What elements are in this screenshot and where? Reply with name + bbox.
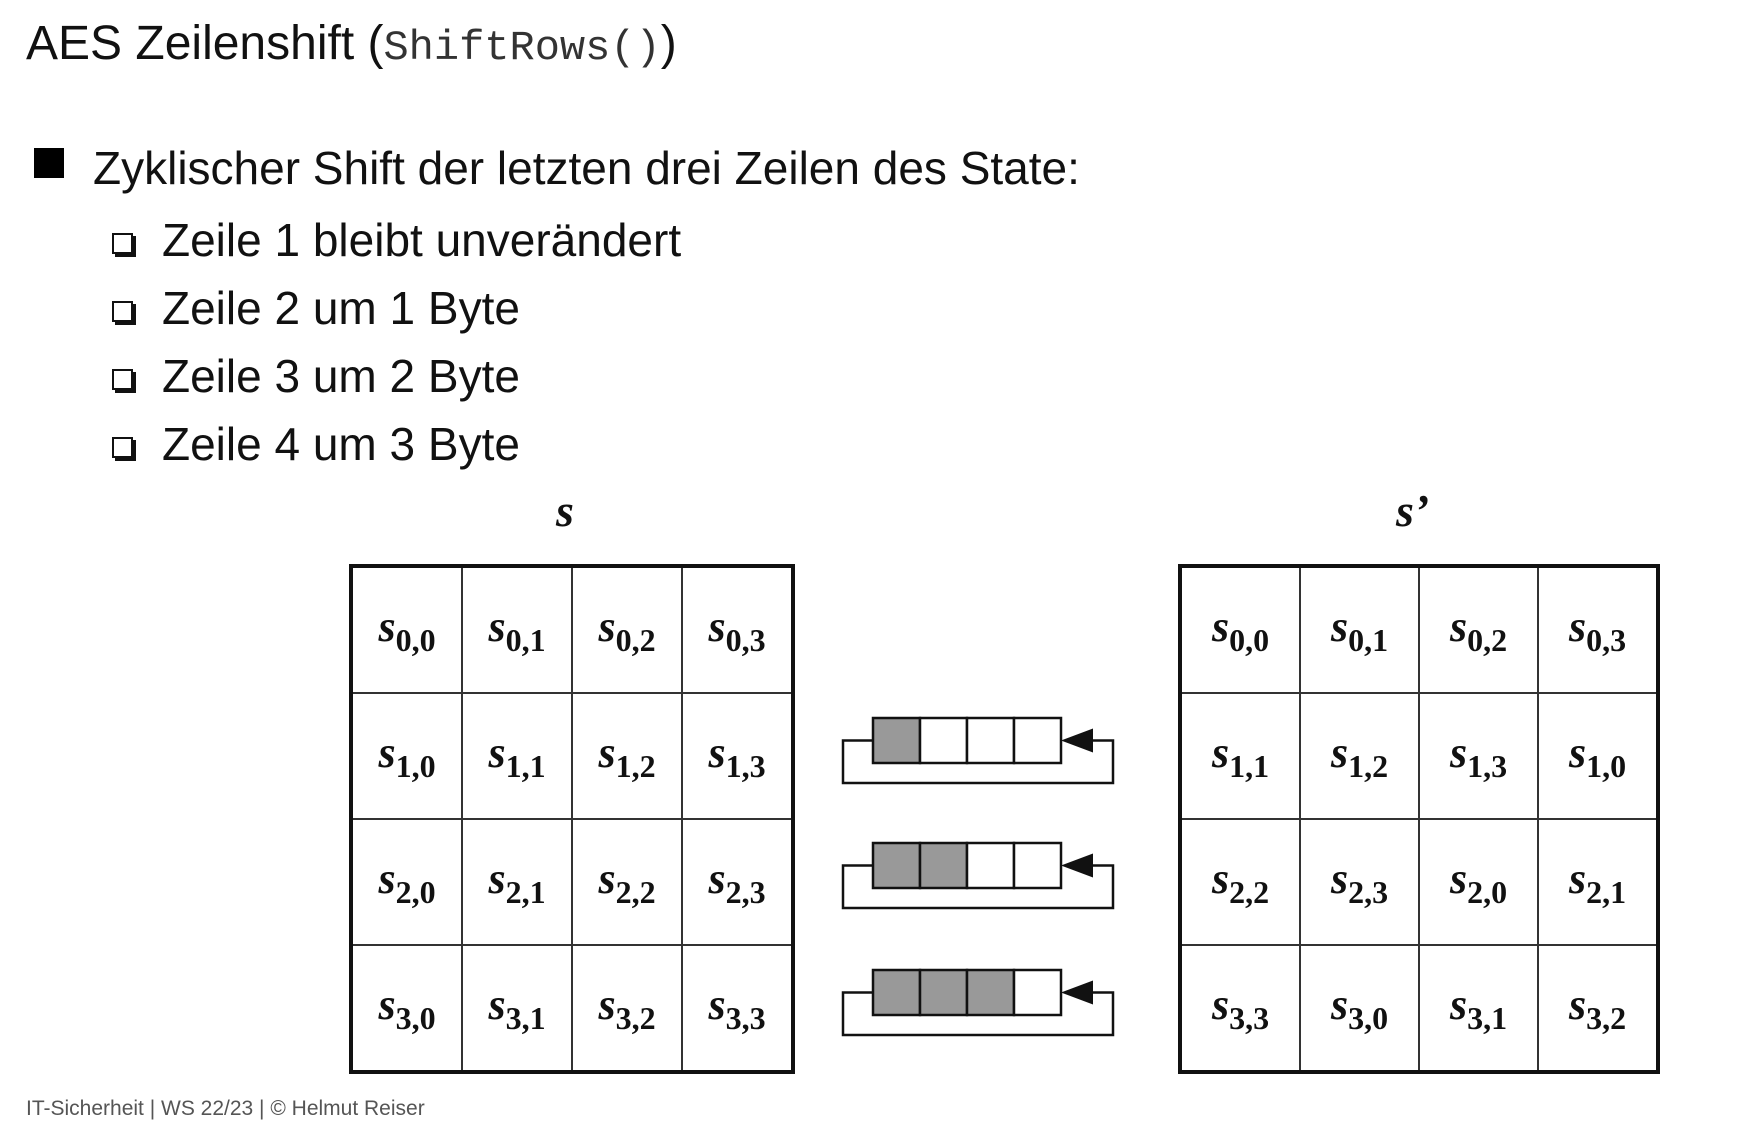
input-matrix-cell: s2,1 [461,818,573,946]
arrow-left-icon [1061,980,1093,1005]
checkbox-bullet-icon [112,301,133,322]
register-cell [871,716,922,765]
input-matrix-cell: s0,0 [350,565,463,694]
feedback-loop-line [841,864,1115,910]
title-text: AES Zeilenshift ( [26,17,384,70]
checkbox-bullet-icon [112,233,133,254]
input-matrix-cell: s2,0 [350,818,463,946]
register-cell [1012,841,1063,890]
slide-title: AES Zeilenshift (ShiftRows()) [26,14,677,78]
output-matrix-cell: s2,3 [1299,818,1420,946]
checkbox-bullet-icon [112,369,133,390]
sub-bullet-text: Zeile 3 um 2 Byte [162,350,520,402]
output-matrix-cell: s3,2 [1537,944,1659,1073]
output-matrix-cell: s1,2 [1299,692,1420,820]
output-matrix-cell: s3,3 [1179,944,1301,1073]
register-cell [871,968,922,1017]
input-matrix-cell: s0,2 [571,565,683,694]
output-matrix-cell: s0,0 [1179,565,1301,694]
input-matrix-cell: s3,2 [571,944,683,1073]
input-matrix-cell: s2,2 [571,818,683,946]
input-matrix-cell: s1,1 [461,692,573,820]
feedback-loop-line [841,739,1115,785]
output-matrix-cell: s3,0 [1299,944,1420,1073]
register-cell [918,968,969,1017]
register-cell [965,968,1016,1017]
input-matrix-cell: s1,2 [571,692,683,820]
output-matrix-cell: s1,0 [1537,692,1659,820]
register-cell [965,716,1016,765]
register-cell [1012,968,1063,1017]
output-matrix-cell: s0,2 [1418,565,1539,694]
output-matrix-cell: s0,1 [1299,565,1420,694]
bullet-square-icon [34,148,64,178]
input-matrix-cell: s1,0 [350,692,463,820]
title-close: ) [660,17,677,70]
input-matrix-cell: s3,3 [681,944,794,1073]
input-matrix-cell: s0,3 [681,565,794,694]
sub-bullet-text: Zeile 4 um 3 Byte [162,418,520,470]
input-matrix-cell: s2,3 [681,818,794,946]
shift-register [841,968,1115,1037]
register-cell [871,841,922,890]
register-cell [965,841,1016,890]
sub-bullet-text: Zeile 2 um 1 Byte [162,282,520,334]
shift-register [841,841,1115,910]
input-matrix-cell: s0,1 [461,565,573,694]
output-matrix-cell: s1,1 [1179,692,1301,820]
register-cell [918,716,969,765]
output-matrix-cell: s2,1 [1537,818,1659,946]
register-cell [1012,716,1063,765]
output-matrix-cell: s0,3 [1537,565,1659,694]
arrow-left-icon [1061,728,1093,753]
input-matrix-cell: s1,3 [681,692,794,820]
input-matrix-cell: s3,1 [461,944,573,1073]
output-matrix-cell: s2,0 [1418,818,1539,946]
feedback-loop-line [841,991,1115,1037]
checkbox-bullet-icon [112,437,133,458]
output-matrix-cell: s2,2 [1179,818,1301,946]
main-bullet-text: Zyklischer Shift der letzten drei Zeilen… [93,142,1080,194]
sub-bullet-text: Zeile 1 bleibt unverändert [162,214,682,266]
input-matrix-label: s [556,485,574,536]
input-matrix-cell: s3,0 [350,944,463,1073]
output-matrix-label: s’ [1396,485,1430,536]
output-matrix-cell: s1,3 [1418,692,1539,820]
shift-register [841,716,1115,785]
footer-text: IT-Sicherheit | WS 22/23 | © Helmut Reis… [26,1097,425,1120]
register-cell [918,841,969,890]
output-matrix-cell: s3,1 [1418,944,1539,1073]
title-code: ShiftRows() [383,24,661,72]
arrow-left-icon [1061,853,1093,878]
